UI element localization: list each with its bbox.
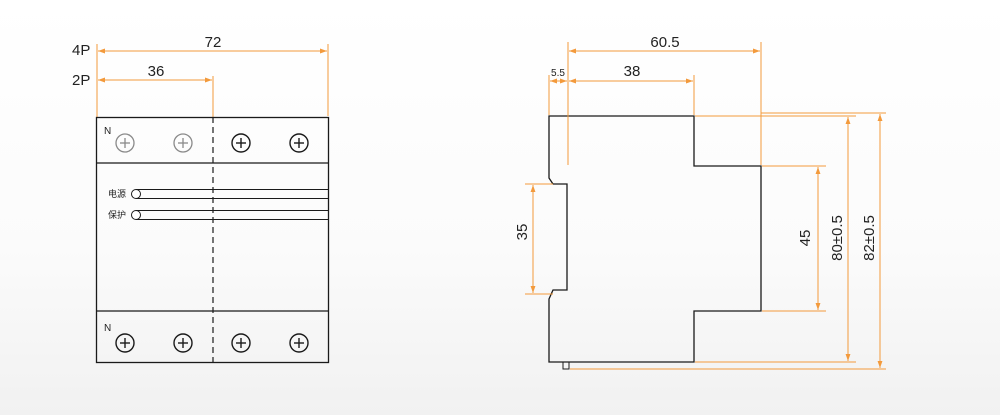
terminal-screw-icon (231, 133, 251, 153)
side-body-outline (548, 115, 762, 363)
front-view: 72 4P 36 2P N (72, 34, 330, 364)
label-45: 45 (797, 230, 814, 247)
terminal-screw-icon (173, 133, 193, 153)
din-clip-tab (562, 361, 570, 370)
terminal-screw-icon (289, 133, 309, 153)
dimension-rail-height: 35 (514, 183, 553, 295)
power-label: 电源 (108, 188, 126, 200)
protect-indicator: 保护 (108, 209, 328, 221)
pole-label-4p: 4P (72, 42, 90, 59)
dimension-4p-width: 72 4P (72, 34, 329, 118)
label-38: 38 (624, 63, 641, 80)
dimension-front-height: 45 (762, 165, 826, 312)
label-82: 82±0.5 (861, 215, 878, 261)
dimension-front-offsets: 5.5 38 (548, 63, 695, 115)
label-80: 80±0.5 (829, 215, 846, 261)
neutral-label-bottom: N (104, 323, 111, 334)
dimension-depth-total: 60.5 (567, 34, 762, 165)
label-5-5: 5.5 (551, 68, 565, 79)
dimension-height-82: 82±0.5 (570, 112, 886, 370)
terminal-screw-icon (173, 333, 193, 353)
dimension-height-80: 80±0.5 (695, 115, 856, 363)
neutral-label-top: N (104, 126, 111, 137)
dimension-2p-width: 36 2P (72, 63, 214, 117)
terminal-screw-icon (289, 333, 309, 353)
protect-label: 保护 (108, 209, 126, 221)
label-60-5: 60.5 (650, 34, 679, 51)
terminal-screw-icon (231, 333, 251, 353)
terminal-screw-icon (115, 333, 135, 353)
label-36: 36 (148, 63, 165, 80)
label-72: 72 (205, 34, 222, 51)
power-indicator: 电源 (108, 188, 328, 200)
label-35: 35 (514, 224, 531, 241)
pole-label-2p: 2P (72, 72, 90, 89)
terminal-screw-icon (115, 133, 135, 153)
side-view: 60.5 5.5 38 35 45 (514, 34, 886, 370)
